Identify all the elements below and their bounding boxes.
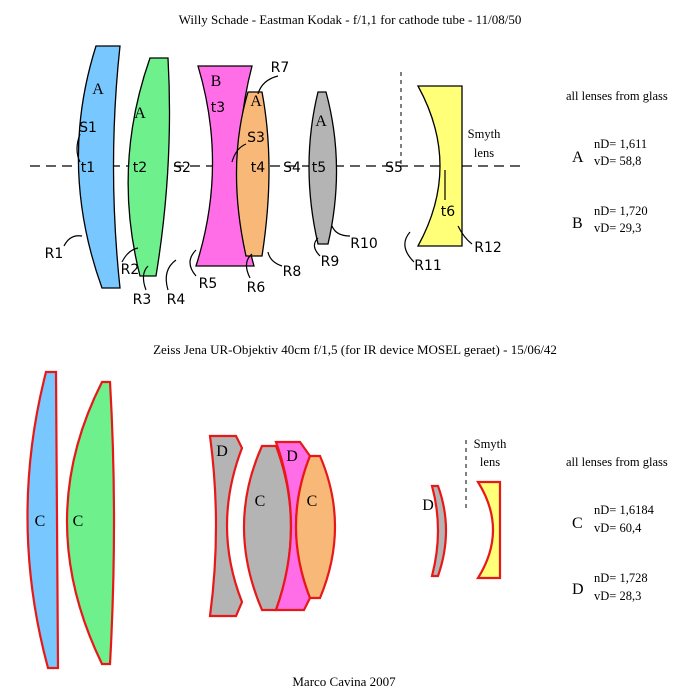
top-smyth-lens xyxy=(416,85,463,247)
bottom-lens-5-letter: D xyxy=(286,448,298,465)
bottom-lens-7-letter: D xyxy=(422,497,434,514)
label-r12: R12 xyxy=(474,240,502,256)
bottom-title: Zeiss Jena UR-Objektiv 40cm f/1,5 (for I… xyxy=(153,342,557,357)
label-r3: R3 xyxy=(133,292,152,308)
top-glass-note: all lenses from glass xyxy=(566,89,668,103)
top-glass-b-nd: nD= 1,720 xyxy=(594,204,648,218)
bottom-glass-c-nd: nD= 1,6184 xyxy=(594,503,655,517)
label-t1: t1 xyxy=(81,160,95,176)
top-lens-1-letter: A xyxy=(92,81,104,98)
label-r8: R8 xyxy=(283,264,302,280)
label-s3: S3 xyxy=(247,130,265,146)
top-lens-3-letter: B xyxy=(211,73,222,90)
label-r6: R6 xyxy=(247,280,266,296)
top-lens-2-letter: A xyxy=(134,105,146,122)
top-lens-4-letter: A xyxy=(250,93,262,110)
credit-text: Marco Cavina 2007 xyxy=(292,674,396,689)
bottom-lens-3-letter: D xyxy=(216,443,228,460)
label-t4: t4 xyxy=(251,160,265,176)
label-t3: t3 xyxy=(211,100,225,116)
label-t5: t5 xyxy=(312,160,326,176)
top-glass-a-vd: vD= 58,8 xyxy=(594,154,641,168)
bottom-smyth-label-line2: lens xyxy=(480,455,500,469)
label-t2: t2 xyxy=(133,160,147,176)
label-r11: R11 xyxy=(414,258,442,274)
top-smyth-label-line2: lens xyxy=(474,146,494,160)
bottom-lens-1-letter: C xyxy=(35,513,46,530)
label-r4: R4 xyxy=(167,292,186,308)
label-r10: R10 xyxy=(350,236,378,252)
top-leader-lines xyxy=(63,75,473,291)
label-r1: R1 xyxy=(45,246,64,262)
label-r7: R7 xyxy=(271,60,290,76)
top-title: Willy Schade - Eastman Kodak - f/1,1 for… xyxy=(179,12,522,27)
label-s5: S5 xyxy=(385,160,403,176)
label-r9: R9 xyxy=(321,254,340,270)
label-s2: S2 xyxy=(173,160,191,176)
top-glass-b-letter: B xyxy=(572,215,583,232)
bottom-glass-note: all lenses from glass xyxy=(566,455,668,469)
label-s1: S1 xyxy=(79,120,97,136)
label-s4: S4 xyxy=(283,160,301,176)
top-lens-5 xyxy=(308,91,338,245)
bottom-glass-c-letter: C xyxy=(572,515,583,532)
bottom-lens-3 xyxy=(208,434,244,618)
bottom-lens-2 xyxy=(65,380,116,666)
bottom-lens-1 xyxy=(26,370,60,670)
label-t6: t6 xyxy=(441,204,455,220)
bottom-lens-7 xyxy=(430,484,448,578)
top-glass-a-nd: nD= 1,611 xyxy=(594,137,647,151)
top-smyth-label-line1: Smyth xyxy=(468,127,501,141)
bottom-lens-4-letter: C xyxy=(255,493,266,510)
bottom-glass-d-vd: vD= 28,3 xyxy=(594,589,641,603)
label-r5: R5 xyxy=(199,276,218,292)
top-lens-1 xyxy=(77,45,121,289)
bottom-glass-d-nd: nD= 1,728 xyxy=(594,571,648,585)
bottom-glass-c-vd: vD= 60,4 xyxy=(594,521,642,535)
bottom-lens-2-letter: C xyxy=(73,513,84,530)
bottom-smyth-label-line1: Smyth xyxy=(474,437,507,451)
top-lens-5-letter: A xyxy=(315,113,327,130)
label-r2: R2 xyxy=(121,262,140,278)
bottom-lens-6 xyxy=(294,454,337,600)
top-glass-a-letter: A xyxy=(572,149,584,166)
bottom-glass-d-letter: D xyxy=(572,581,584,598)
bottom-lens-6-letter: C xyxy=(307,493,318,510)
top-glass-b-vd: vD= 29,3 xyxy=(594,221,641,235)
bottom-smyth-lens xyxy=(476,480,502,580)
top-lens-2 xyxy=(127,57,171,277)
top-lens-4 xyxy=(235,91,270,257)
